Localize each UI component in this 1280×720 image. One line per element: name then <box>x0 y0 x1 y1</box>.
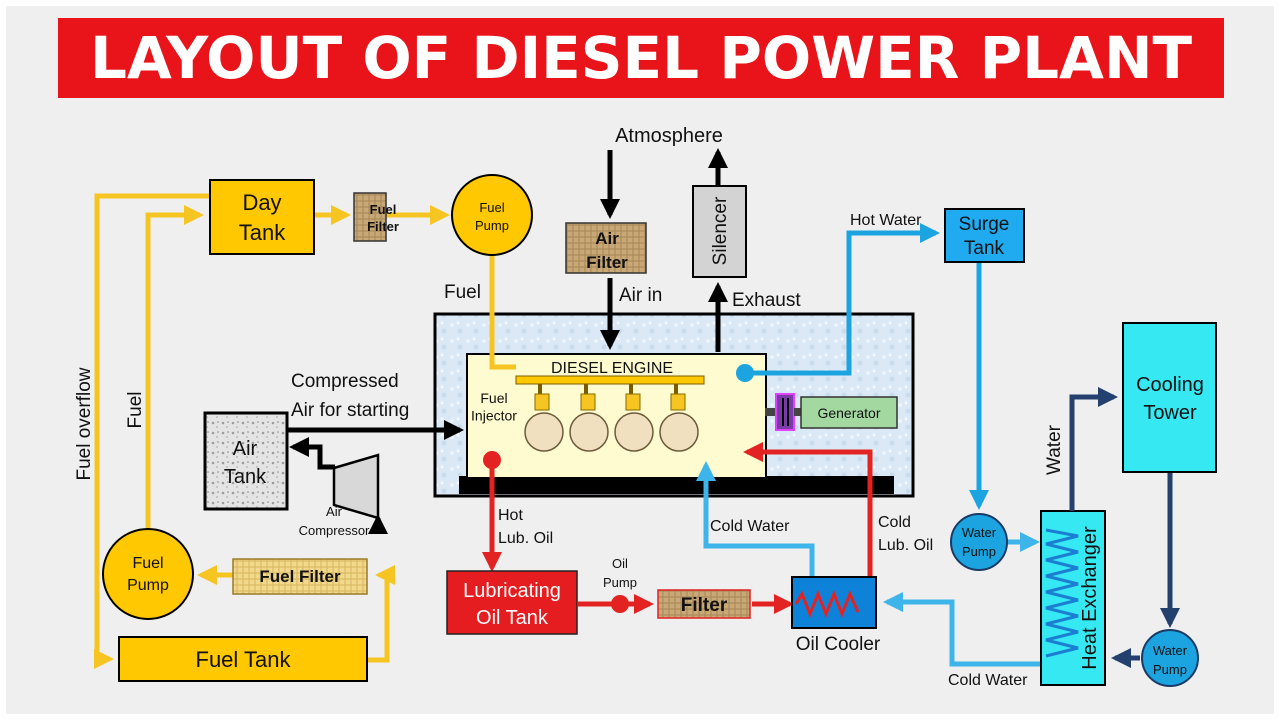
heat-exchanger-label: Heat Exchanger <box>1079 526 1101 670</box>
silencer <box>692 185 747 278</box>
oil-outlet-point <box>483 451 501 469</box>
cylinder <box>659 384 699 452</box>
day-tank <box>209 179 315 255</box>
shaft <box>765 408 775 416</box>
surge-tank <box>944 208 1025 263</box>
cold-water-label-lower: Cold Water <box>948 672 1028 689</box>
diesel-engine-label: DIESEL ENGINE <box>551 360 673 377</box>
fuel-pump-bottom <box>102 528 194 620</box>
heat-exchanger-coil <box>1045 528 1079 658</box>
fuel-tank-label: Fuel Tank <box>196 647 292 672</box>
diesel-engine <box>466 353 767 479</box>
fuel-vertical-label: Fuel <box>125 392 146 429</box>
oil-filter <box>657 589 751 619</box>
water-label: Water <box>1044 424 1065 475</box>
atmosphere-label: Atmosphere <box>615 125 723 147</box>
title-banner <box>58 18 1224 98</box>
oil-filter-label: Filter <box>681 595 728 616</box>
air-tank <box>203 411 289 511</box>
air-lines <box>287 148 728 534</box>
engine-base <box>459 476 894 494</box>
air-filter <box>565 222 647 274</box>
fuel-overflow-label: Fuel overflow <box>74 367 95 480</box>
cylinder <box>569 384 609 452</box>
cylinder <box>614 384 654 452</box>
silencer-label: Silencer <box>710 196 731 265</box>
cylinders <box>524 384 699 452</box>
hot-water-outlet <box>736 364 754 382</box>
hot-water-lines <box>745 223 989 510</box>
fuel-filter-bottom-label: Fuel Filter <box>259 567 341 586</box>
fuel-lines <box>94 193 516 669</box>
lubricating-oil-tank <box>446 570 578 635</box>
cylinder <box>524 384 564 452</box>
air-compressor <box>332 453 380 520</box>
cold-water-lines <box>696 461 1041 667</box>
exhaust-label: Exhaust <box>732 290 801 311</box>
fuel-filter-top <box>353 192 387 242</box>
fuel-tank <box>118 636 368 682</box>
oil-cooler-label: Oil Cooler <box>796 634 881 655</box>
oil-cooler-coil <box>794 589 860 619</box>
water-pump-left <box>950 513 1008 571</box>
cooling-tower <box>1122 322 1217 473</box>
hot-water-label: Hot Water <box>850 212 922 229</box>
fuel-rail <box>515 375 705 385</box>
page-title: LAYOUT OF DIESEL POWER PLANT <box>90 24 1193 92</box>
fuel-label: Fuel <box>444 282 481 303</box>
water-pump-right <box>1141 629 1199 687</box>
air-in-label: Air in <box>619 285 662 306</box>
oil-lines <box>482 442 873 614</box>
tower-water-lines <box>1069 387 1180 668</box>
fuel-pump-top <box>451 174 533 256</box>
generator <box>800 396 898 429</box>
cold-water-label-upper: Cold Water <box>710 518 790 535</box>
coupling <box>775 393 795 431</box>
generator-label: Generator <box>817 405 880 421</box>
oil-pump <box>611 595 629 613</box>
fuel-filter-bottom <box>232 558 368 595</box>
